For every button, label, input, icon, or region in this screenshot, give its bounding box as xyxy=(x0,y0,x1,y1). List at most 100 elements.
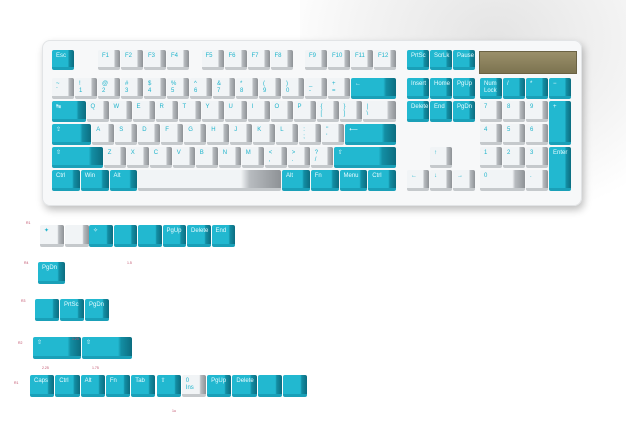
key[interactable]: Ctrl xyxy=(368,170,396,191)
key[interactable]: : ; xyxy=(299,124,322,145)
key[interactable]: Alt xyxy=(80,375,105,397)
key[interactable]: − xyxy=(549,78,571,99)
key[interactable]: * xyxy=(526,78,548,99)
key[interactable]: Alt xyxy=(109,170,138,191)
key[interactable]: ✧ xyxy=(89,225,113,247)
key[interactable]: ! 1 xyxy=(75,78,97,99)
key[interactable]: . xyxy=(526,170,548,191)
key[interactable]: T xyxy=(178,101,201,122)
key[interactable]: O xyxy=(270,101,293,122)
key[interactable]: F1 xyxy=(98,50,120,70)
key[interactable]: Num Lock xyxy=(480,78,502,99)
key[interactable]: > . xyxy=(287,147,310,168)
key[interactable]: ( 9 xyxy=(259,78,281,99)
key[interactable]: L xyxy=(276,124,299,145)
key[interactable] xyxy=(283,375,308,397)
key[interactable]: ⇧ xyxy=(333,147,396,168)
key[interactable]: H xyxy=(207,124,230,145)
key[interactable] xyxy=(138,170,281,191)
key[interactable]: F5 xyxy=(201,50,224,70)
key[interactable]: 6 xyxy=(526,124,548,145)
key[interactable]: F4 xyxy=(167,50,189,70)
key[interactable]: Alt xyxy=(282,170,310,191)
key[interactable]: Caps xyxy=(30,375,55,397)
key[interactable] xyxy=(138,225,162,247)
key[interactable]: ⇧ xyxy=(52,147,103,168)
key[interactable]: Win xyxy=(80,170,109,191)
key[interactable]: Tab xyxy=(131,375,156,397)
key[interactable]: M xyxy=(241,147,264,168)
key[interactable]: ^ 6 xyxy=(190,78,212,99)
key[interactable]: PgDn xyxy=(38,262,65,284)
key[interactable]: } ] xyxy=(339,101,362,122)
key[interactable]: 4 xyxy=(480,124,502,145)
key[interactable]: End xyxy=(211,225,235,247)
key[interactable]: ⇧ xyxy=(33,337,81,359)
key[interactable]: 0 Ins xyxy=(181,375,207,397)
key[interactable]: ✦ xyxy=(40,225,64,247)
key[interactable]: U xyxy=(224,101,247,122)
key[interactable]: Enter xyxy=(549,147,571,191)
key[interactable]: W xyxy=(109,101,132,122)
key[interactable]: X xyxy=(126,147,149,168)
key[interactable]: Delete xyxy=(187,225,211,247)
key[interactable]: C xyxy=(149,147,172,168)
key[interactable]: A xyxy=(92,124,115,145)
key[interactable]: K xyxy=(253,124,276,145)
key[interactable]: F7 xyxy=(247,50,270,70)
key[interactable]: F2 xyxy=(121,50,143,70)
key[interactable]: V xyxy=(172,147,195,168)
key[interactable] xyxy=(257,375,282,397)
key[interactable]: R xyxy=(155,101,178,122)
key[interactable] xyxy=(35,299,59,321)
key[interactable]: ↑ xyxy=(430,147,452,168)
key[interactable]: ScrLk xyxy=(430,50,452,70)
key[interactable]: Fn xyxy=(310,170,339,191)
key[interactable]: F11 xyxy=(351,50,373,70)
key[interactable]: Delete xyxy=(232,375,257,397)
key[interactable]: I xyxy=(247,101,270,122)
key[interactable]: → xyxy=(453,170,475,191)
key[interactable]: Menu xyxy=(339,170,368,191)
key[interactable]: Delete xyxy=(407,101,429,122)
key[interactable]: ~ ` xyxy=(52,78,74,99)
key[interactable]: Ctrl xyxy=(55,375,80,397)
key[interactable]: P xyxy=(293,101,316,122)
key[interactable]: ⇪ xyxy=(52,124,92,145)
key[interactable]: Insert xyxy=(407,78,429,99)
key[interactable]: Esc xyxy=(52,50,74,70)
key[interactable]: + xyxy=(549,101,571,145)
key[interactable]: @ 2 xyxy=(98,78,120,99)
key[interactable]: Pause xyxy=(453,50,475,70)
key[interactable]: ⟵ xyxy=(345,124,396,145)
key[interactable]: ← xyxy=(407,170,429,191)
key[interactable]: Y xyxy=(201,101,224,122)
key[interactable]: 0 xyxy=(480,170,525,191)
key[interactable]: 1 xyxy=(480,147,502,168)
key[interactable]: ⇧ xyxy=(82,337,132,359)
key[interactable]: 5 xyxy=(503,124,525,145)
key[interactable]: Q xyxy=(86,101,109,122)
key[interactable]: ↓ xyxy=(430,170,452,191)
key[interactable]: ⇧ xyxy=(156,375,181,397)
key[interactable]: _ - xyxy=(305,78,327,99)
key[interactable]: F10 xyxy=(328,50,350,70)
key[interactable]: D xyxy=(138,124,161,145)
key[interactable]: ← xyxy=(351,78,396,99)
key[interactable]: & 7 xyxy=(213,78,235,99)
key[interactable]: S xyxy=(115,124,138,145)
key[interactable] xyxy=(113,225,137,247)
key[interactable]: Z xyxy=(103,147,126,168)
key[interactable]: F12 xyxy=(374,50,396,70)
key[interactable]: 7 xyxy=(480,101,502,122)
key[interactable]: Home xyxy=(430,78,452,99)
key[interactable]: ) 0 xyxy=(282,78,304,99)
key[interactable] xyxy=(65,225,89,247)
key[interactable]: / xyxy=(503,78,525,99)
key[interactable]: E xyxy=(132,101,155,122)
key[interactable]: F3 xyxy=(144,50,166,70)
key[interactable]: ↹ xyxy=(52,101,86,122)
key[interactable]: J xyxy=(230,124,253,145)
key[interactable]: End xyxy=(430,101,452,122)
key[interactable]: F6 xyxy=(224,50,247,70)
